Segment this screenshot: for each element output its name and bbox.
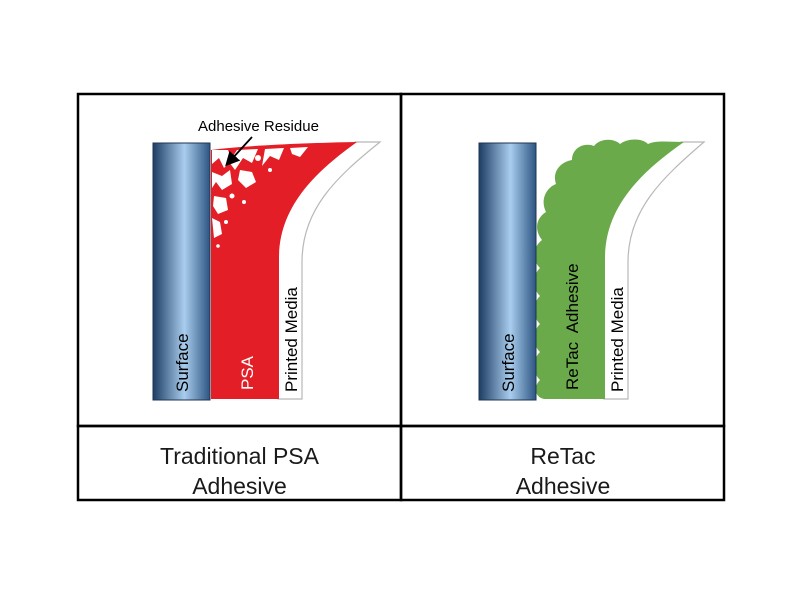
printed-media-label: Printed Media [608,287,627,392]
psa-adhesive-layer [211,142,357,399]
adhesive-residue-label: Adhesive Residue [198,118,319,135]
caption-line: Adhesive [515,473,611,499]
caption-line: Traditional PSA [160,443,319,469]
surface-label: Surface [499,333,518,392]
caption-line: Adhesive [192,473,287,499]
caption-line: ReTac [530,443,596,469]
panel-traditional-psa: Surface PSA Printed Media Adhesive Resid… [76,92,403,502]
surface-column [152,142,211,401]
residue-arrow [225,136,253,167]
panel-retac: Surface ReTac Adhesive Printed Media [399,92,726,502]
adhesive-label: ReTac Adhesive [563,263,582,390]
surface-label: Surface [173,333,192,392]
caption-box [399,424,726,502]
adhesive-label: PSA [238,355,257,390]
printed-media-label: Printed Media [282,287,301,392]
caption-retac: ReTac Adhesive [402,441,724,501]
retac-adhesive-layer [534,139,684,399]
surface-column [478,142,537,401]
caption-traditional-psa: Traditional PSA Adhesive [79,441,400,501]
